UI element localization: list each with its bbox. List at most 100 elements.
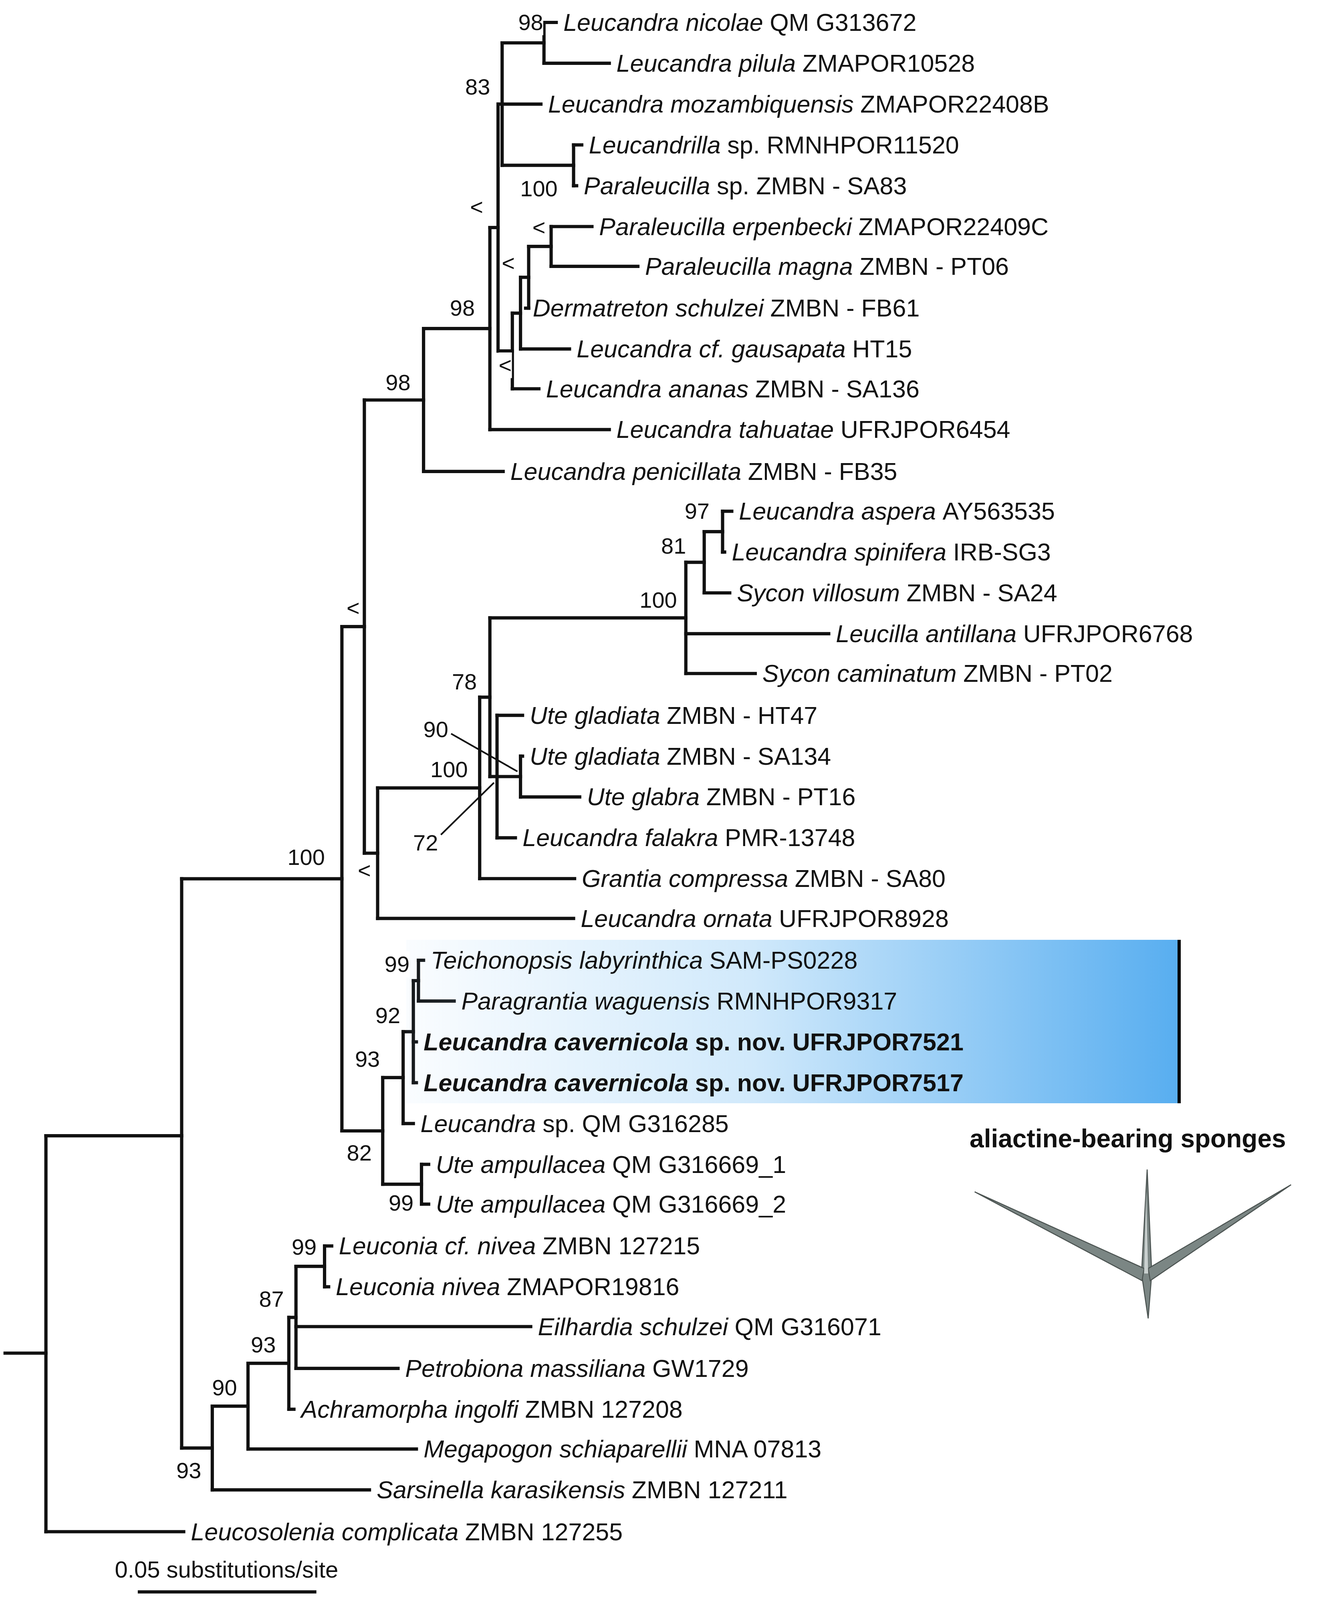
tree-branch — [551, 264, 639, 269]
scale-bar — [137, 1590, 317, 1594]
support-value: 100 — [430, 756, 468, 783]
tree-branch — [324, 1244, 332, 1248]
voucher-label: sp. nov. UFRJPOR7521 — [695, 1028, 964, 1057]
support-value: 100 — [520, 175, 558, 202]
voucher-label: QM G316669_1 — [612, 1150, 787, 1179]
voucher-label: ZMBN - PT02 — [963, 659, 1113, 688]
voucher-label: MNA 07813 — [693, 1435, 822, 1464]
tree-branch — [490, 774, 498, 779]
voucher-label: ZMBN - PT16 — [706, 782, 856, 811]
tree-branch — [704, 530, 723, 534]
tree-branch — [181, 1446, 212, 1450]
tree-branch — [377, 916, 574, 920]
tree-branch — [490, 616, 686, 620]
voucher-label: ZMBN 127255 — [465, 1517, 623, 1546]
taxon-name: Leucandra falakra — [522, 823, 718, 852]
taxon-name: Ute gladiata — [529, 742, 661, 771]
support-value: 93 — [250, 1332, 276, 1358]
taxon-name: Leucandra nicolae — [563, 8, 764, 37]
taxon-name: Leucandra cavernicola — [423, 1068, 689, 1098]
tree-branch — [685, 560, 705, 564]
voucher-label: ZMBN 127211 — [631, 1476, 788, 1505]
support-value: 98 — [385, 369, 411, 396]
taxon-name: Leucandra pilula — [616, 49, 797, 78]
tree-branch — [382, 1182, 422, 1186]
support-value: 99 — [388, 1190, 414, 1217]
voucher-label: ZMBN - SA24 — [906, 578, 1057, 607]
taxon-name: Sarsinella karasikensis — [376, 1476, 626, 1505]
tree-branch — [573, 143, 582, 147]
tree-branch — [212, 1488, 370, 1492]
voucher-label: QM G316071 — [734, 1312, 882, 1341]
taxon-name: Eilhardia schulzei — [537, 1312, 728, 1341]
tree-branch — [512, 387, 539, 391]
support-value: 99 — [291, 1234, 317, 1261]
tree-branch — [44, 1135, 48, 1532]
support-value: 99 — [384, 951, 410, 978]
support-value: 72 — [413, 830, 438, 856]
taxon-name: Leucandra cf. gausapata — [576, 334, 846, 363]
voucher-label: HT15 — [852, 334, 912, 363]
tree-branch — [520, 275, 529, 279]
taxon-name: Leucandra cavernicola — [423, 1028, 689, 1057]
voucher-label: ZMAPOR22408B — [860, 90, 1049, 119]
support-value: 82 — [346, 1140, 372, 1166]
taxon-name: Ute ampullacea — [435, 1150, 606, 1179]
taxon-name: Paraleucilla erpenbecki — [598, 212, 852, 241]
taxon-name: Paraleucilla magna — [645, 252, 854, 281]
taxon-name: Paraleucilla — [583, 171, 710, 200]
taxon-name: Leuconia cf. nivea — [338, 1232, 537, 1261]
voucher-label: QM G316669_2 — [612, 1190, 787, 1219]
support-value: < — [357, 857, 372, 884]
support-value: < — [498, 352, 513, 379]
tree-branch — [512, 311, 521, 315]
leader-line — [440, 782, 494, 835]
tree-branch — [296, 1264, 325, 1269]
voucher-label: ZMAPOR10528 — [802, 49, 976, 78]
tree-branch — [5, 1351, 47, 1356]
taxon-name: Leucilla antillana — [835, 619, 1017, 648]
voucher-label: ZMAPOR22409C — [858, 212, 1049, 241]
tree-branch — [497, 774, 521, 779]
voucher-label: UFRJPOR6454 — [840, 415, 1011, 444]
voucher-label: ZMBN - PT06 — [859, 252, 1009, 281]
tree-branch — [479, 695, 490, 699]
voucher-label: QM G313672 — [769, 8, 917, 37]
voucher-label: IRB-SG3 — [953, 538, 1051, 567]
taxon-name: Leucandra aspera — [738, 497, 936, 526]
tree-branch — [421, 1202, 429, 1206]
taxon-name: Sycon villosum — [736, 578, 900, 607]
tree-branch — [324, 1285, 329, 1289]
tree-branch — [296, 1324, 531, 1329]
tree-branch — [423, 469, 504, 474]
voucher-label: ZMBN 127208 — [524, 1395, 683, 1424]
taxon-name: Teichonopsis labyrinthica — [430, 946, 703, 975]
voucher-label: ZMBN - FB61 — [770, 294, 920, 323]
tree-branch — [479, 877, 575, 881]
taxon-name: Leucosolenia complicata — [190, 1517, 459, 1546]
support-value: 92 — [375, 1002, 401, 1029]
taxon-name: Ute glabra — [586, 782, 700, 811]
voucher-label: GW1729 — [652, 1354, 749, 1383]
tree-branch — [403, 1122, 414, 1126]
tree-branch — [704, 591, 731, 595]
tree-branch — [497, 713, 523, 718]
taxon-name: Ute ampullacea — [435, 1190, 606, 1219]
taxon-name: Sycon caminatum — [762, 659, 957, 688]
taxon-name: Grantia compressa — [581, 864, 789, 893]
clade-highlight-band: Teichonopsis labyrinthicaSAM-PS0228Parag… — [406, 939, 1181, 1104]
tree-branch — [46, 1134, 182, 1138]
voucher-label: sp. nov. UFRJPOR7517 — [695, 1068, 964, 1098]
tree-branch — [551, 224, 593, 228]
voucher-label: ZMBN - FB35 — [748, 457, 898, 486]
tree-branch — [498, 102, 503, 106]
taxon-name: Leucandra — [420, 1109, 536, 1138]
voucher-label: PMR-13748 — [724, 823, 856, 852]
tree-branch — [288, 1315, 297, 1319]
taxon-name: Ute gladiata — [529, 701, 661, 730]
voucher-label: sp. QM G316285 — [542, 1109, 729, 1138]
taxon-name: Paragrantia waguensis — [461, 987, 710, 1016]
taxon-name: Leucandrilla — [588, 131, 721, 160]
support-value: 93 — [354, 1046, 380, 1073]
voucher-label: SAM-PS0228 — [709, 946, 858, 975]
